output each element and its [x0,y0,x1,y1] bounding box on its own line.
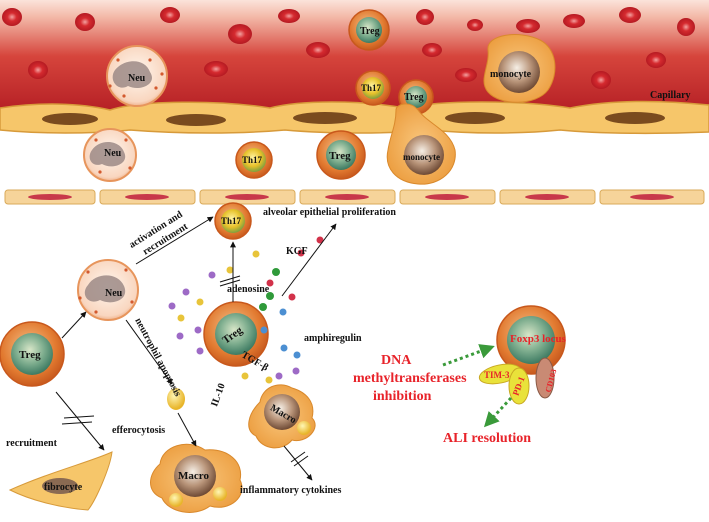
dna-label: DNA [381,353,412,368]
th17-interstitial: Th17 [235,141,273,179]
inflammatory-cytokines-label: inflammatory cytokines [240,485,341,496]
alveolar-epithelium [4,189,705,205]
th17-alveolar: Th17 [214,202,252,240]
red-blood-cells [2,7,695,89]
treg-in-vessel: Treg [348,9,390,51]
neutrophil-alveolar: Neu [77,259,139,321]
neu-label: Neu [128,73,146,84]
treg-label: Treg [19,349,41,361]
treg-interstitial: Treg [316,130,366,180]
neutrophil-apoptosis-label: neutrophil apoptosis [132,316,183,398]
macro-label: Macro [178,470,209,482]
adenosine-label: adenosine [227,284,270,295]
th17-in-vessel: Th17 [355,70,391,106]
il10-label: IL-10 [209,382,228,408]
neu-label: Neu [104,148,122,159]
efferocytosis-label: efferocytosis [112,425,165,436]
th17-label: Th17 [242,155,263,165]
green-dotted-arrows [442,344,513,428]
amphiregulin-label: amphiregulin [304,333,362,344]
treg-label: Treg [329,150,351,162]
th17-label: Th17 [361,83,382,93]
neutrophil-in-vessel: Neu [106,45,168,107]
monocyte-in-vessel: monocyte [483,34,556,103]
th17-label: Th17 [221,216,242,226]
monocyte-label: monocyte [403,152,440,162]
fibrocyte-cell: fibrocyte [8,451,113,511]
treg-alveolar-center: Treg [203,301,269,367]
treg-label: Treg [404,92,424,103]
treg-foxp3-cell: Foxp3 locus [496,305,567,375]
capillary-label: Capillary [650,90,691,101]
surface-receptors: TIM-3 PD-1 CD103 [478,357,558,405]
macrophage-bottom: Macro [150,443,243,513]
apoptotic-neutrophil [167,388,185,410]
fibrocyte-label: fibrocyte [44,482,83,493]
tim3-label: TIM-3 [484,370,510,380]
capillary-endothelium [0,100,709,135]
treg-alveolar-left: Treg [0,321,65,387]
macrophage-center: Macro [248,384,316,449]
treg-label: Treg [360,26,380,37]
alveolar-proliferation-label: alveolar epithelial proliferation [263,207,396,218]
monocyte-label: monocyte [490,69,532,80]
monocyte-transmigrating: monocyte [386,103,456,185]
foxp3-label: Foxp3 locus [510,333,567,345]
neu-label: Neu [105,288,123,299]
methyltransferases-label: methyltransferases [353,371,467,386]
neutrophil-transmigrating: Neu [83,128,137,182]
cytokine-dots [168,236,324,384]
ali-resolution-label: ALI resolution [443,431,531,446]
kgf-label: KGF [286,246,308,257]
recruitment-label: recruitment [6,438,58,449]
inhibition-label: inhibition [373,389,432,404]
pathway-arrows [55,216,337,481]
